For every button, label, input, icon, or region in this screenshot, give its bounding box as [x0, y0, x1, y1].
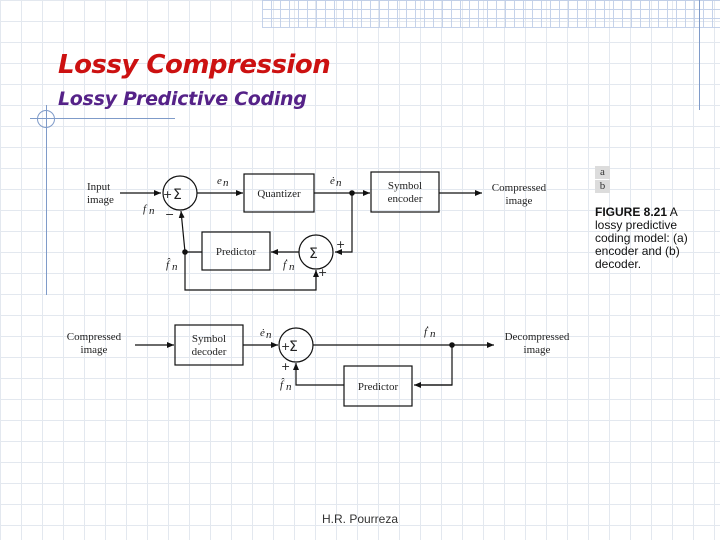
slide-footer: H.R. Pourreza [321, 512, 399, 526]
decoder-sum-plus-1: + [281, 340, 290, 353]
encoder-sum-minus: − [165, 208, 174, 221]
encoder-reconstruct-sum-symbol: Σ [309, 246, 318, 262]
slide-title: Lossy Compression [58, 50, 331, 80]
encoder-input-label-1: Input [87, 181, 110, 193]
prediction-feedback-arrow [184, 252, 319, 291]
decoder-predictor-box [343, 365, 413, 407]
decoder-fhat-sub: n [286, 381, 292, 393]
decoder-fdot-sub: n [430, 328, 436, 340]
prediction-to-sum-arrow [178, 210, 186, 253]
encoder-fhat-label: f̂ [166, 258, 171, 271]
title-underline [30, 118, 175, 119]
decoder-input-label-1: Compressed [67, 331, 122, 343]
figure-caption: FIGURE 8.21 A lossy predictive coding mo… [595, 206, 699, 271]
encoder-en-label: e [217, 175, 222, 187]
encoder-output-label-1: Compressed [492, 182, 547, 194]
symbol-decoder-box [174, 324, 244, 366]
left-accent-line [46, 105, 47, 295]
encoder-predictor-label: Predictor [216, 246, 257, 258]
decoder-diagram [135, 324, 494, 407]
panel-b-label: b [595, 180, 610, 193]
decoder-feedback-line [420, 345, 453, 386]
encoder-fn-label: f [143, 203, 148, 215]
encoder-fn-sub: n [149, 205, 155, 217]
encoder-diagram [120, 171, 482, 291]
decoder-predictor-label: Predictor [358, 381, 399, 393]
encoder-output-label-2: image [506, 195, 533, 207]
right-accent-line [699, 0, 700, 110]
quantizer-label: Quantizer [257, 188, 301, 200]
symbol-decoder-label-2: decoder [192, 346, 227, 358]
symbol-decoder-label-1: Symbol [192, 333, 226, 345]
decoder-fhat-label: f̂ [280, 378, 285, 391]
encoder-reconstruct-plus-2: + [318, 266, 327, 279]
symbol-encoder-label-1: Symbol [388, 180, 422, 192]
figure-panel-labels: a b [595, 166, 610, 194]
decoder-input-label-2: image [81, 344, 108, 356]
decoder-ehat-sub: n [266, 329, 272, 341]
decoder-sum-plus-2: + [281, 360, 290, 373]
encoder-predictor-box [201, 231, 271, 271]
encoder-sum-symbol: Σ [173, 187, 182, 203]
decoder-fdot-label: ḟ [424, 326, 429, 338]
slide-subtitle: Lossy Predictive Coding [58, 88, 307, 110]
decoder-output-label-2: image [524, 344, 551, 356]
decoder-prediction-arrow [293, 363, 344, 386]
encoder-reconstruct-plus-1: + [336, 238, 345, 251]
figure-caption-label: FIGURE 8.21 [595, 205, 668, 219]
decoder-ehat-label: ė [260, 327, 265, 339]
symbol-encoder-box [370, 171, 440, 213]
encoder-en-sub: n [223, 177, 229, 189]
decoder-output-label-1: Decompressed [505, 331, 570, 343]
encoder-sum-plus: + [163, 188, 172, 201]
header-grid-decoration [262, 0, 720, 28]
figure-caption-text: A lossy predictive coding model: (a) enc… [595, 205, 688, 271]
encoder-ehat-label: ė [330, 175, 335, 187]
encoder-input-label-2: image [87, 194, 114, 206]
decoder-sum-symbol: Σ [289, 339, 298, 355]
encoder-ehat-sub: n [336, 177, 342, 189]
encoder-fdot-label: ḟ [283, 259, 288, 271]
accent-circle [37, 110, 55, 128]
panel-a-label: a [595, 166, 610, 179]
quantized-feedback-arrow [335, 193, 353, 255]
symbol-encoder-label-2: encoder [388, 193, 423, 205]
encoder-fhat-sub: n [172, 261, 178, 273]
encoder-fdot-sub: n [289, 261, 295, 273]
